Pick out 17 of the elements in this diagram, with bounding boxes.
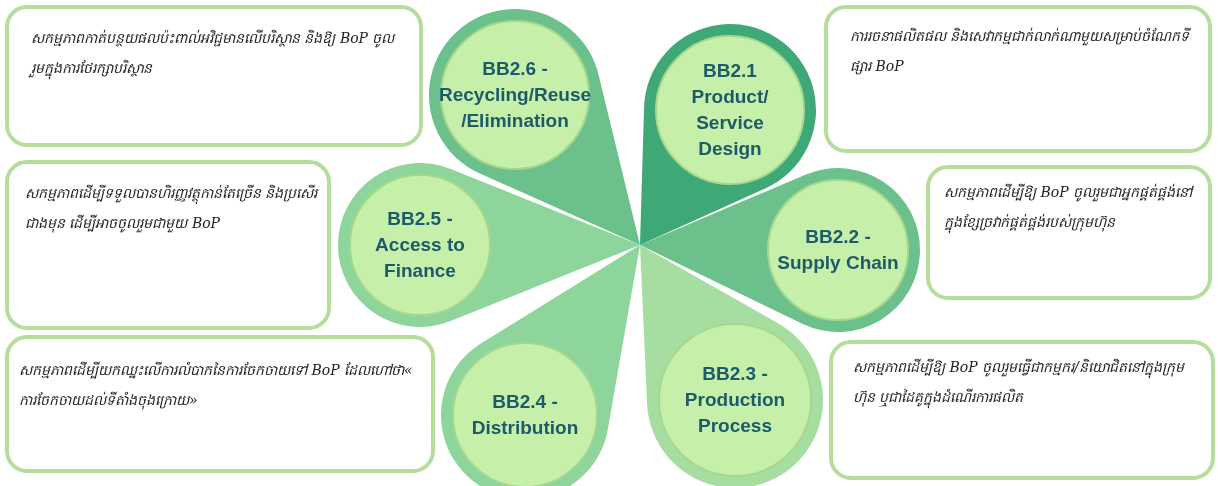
petal-label: BB2.3 - Production Process [683, 362, 787, 438]
petal-label: BB2.5 - Access to Finance [374, 207, 466, 283]
petal-label: BB2.4 - Distribution [470, 390, 580, 440]
description-text: ការរចនាផលិតផល និងសេវាកម្មជាក់លាក់ណាមួយសម្រាប់ចំណែកទីផ្សារ BoP [850, 26, 1192, 77]
petal-label: BB2.6 - Recycling/Reuse /Elimination [438, 57, 592, 133]
description-card [5, 160, 331, 330]
description-text: សកម្មភាពដើម្បីទទួលបានហិរញ្ញវត្ថុកាន់តែច្រើន និងប្រសើរជាងមុន ដើម្បីអាចចូលរួមជាមួយ BoP [25, 183, 320, 235]
petal-label: BB2.1 Product/ Service Design [690, 59, 770, 161]
petal-label: BB2.2 - Supply Chain [776, 225, 900, 275]
description-card [5, 335, 435, 473]
description-text: សកម្មភាពដើម្បីឱ្យ BoP ចូលរួមជាអ្នកផ្គត់ផ្គង់នៅក្នុងខ្សែច្រវាក់ផ្គត់ផ្គង់របស់ក្រុមហ៊ុន [944, 177, 1204, 237]
description-card [5, 5, 423, 147]
description-card [829, 340, 1215, 480]
description-card [926, 165, 1212, 300]
description-card [824, 5, 1212, 153]
description-text: សកម្មភាពដើម្បីឱ្យ BoP ចូលរួមធ្វើជាកម្មករ/និយោជិតនៅក្នុងក្រុមហ៊ុន ឬជាដៃគូក្នុងដំណើរការផលិត [853, 352, 1203, 412]
description-text: សកម្មភាពដើម្បីយកឈ្នះលើការលំបាកនៃការចែកចាយទៅ BoP ដែលហៅថា« ការចែកចាយដល់ទីតាំងចុងក្រោយ» [19, 360, 414, 412]
